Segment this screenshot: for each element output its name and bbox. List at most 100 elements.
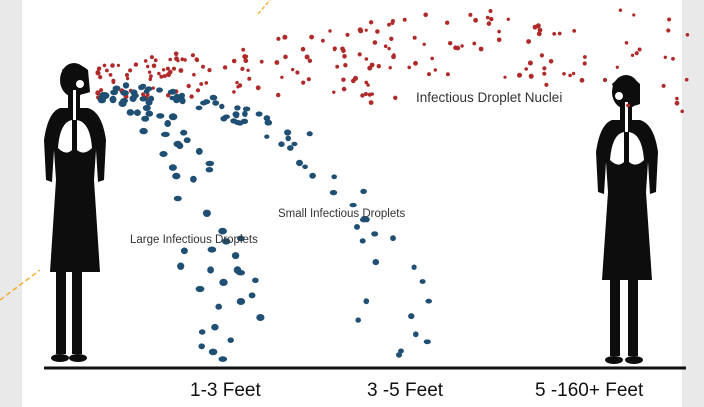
nucleus-particle (524, 67, 528, 71)
small-droplets-stream (122, 82, 433, 358)
large-droplet (159, 151, 168, 157)
small-droplet (167, 89, 174, 95)
nucleus-particle (105, 68, 109, 73)
large-droplet (110, 89, 118, 96)
small-droplet (349, 202, 357, 208)
nucleus-particle (667, 17, 672, 22)
nucleus-particle (388, 66, 392, 70)
nucleus-particle (116, 63, 120, 67)
nucleus-particle (572, 29, 577, 33)
nucleus-particle (102, 63, 107, 68)
nucleus-particle (615, 65, 619, 69)
large-droplet (218, 356, 228, 362)
nucleus-particle (506, 17, 510, 21)
nucleus-particle (375, 29, 380, 34)
nucleus-particle (96, 66, 102, 71)
nucleus-particle (488, 9, 493, 13)
nucleus-particle (527, 60, 533, 66)
nucleus-particle (497, 29, 501, 34)
large-droplet (205, 167, 214, 173)
nucleus-particle (539, 53, 545, 58)
large-droplet (195, 147, 203, 155)
nucleus-particle (98, 75, 103, 80)
nucleus-particle (295, 70, 300, 75)
nucleus-particle (680, 109, 684, 114)
nucleus-particle (393, 95, 398, 101)
small-droplet (396, 352, 402, 358)
small-droplet (122, 82, 130, 89)
small-droplet (232, 111, 240, 118)
small-droplet (200, 100, 208, 106)
large-droplet (177, 262, 185, 270)
nucleus-particle (376, 63, 381, 69)
nucleus-particle (195, 88, 201, 93)
nucleus-particle (407, 65, 412, 70)
droplet-nuclei-cloud (95, 8, 690, 114)
nucleus-particle (562, 72, 566, 76)
small-droplet (306, 131, 313, 137)
small-droplet (195, 105, 203, 111)
large-droplet (252, 277, 259, 283)
nucleus-particle (684, 77, 689, 82)
large-droplet (168, 113, 178, 121)
large-droplet (236, 269, 246, 276)
nucleus-particle (162, 74, 167, 78)
nucleus-particle (360, 93, 365, 98)
nucleus-particle (186, 83, 191, 89)
nucleus-particle (259, 59, 264, 64)
small-droplet (372, 259, 380, 266)
nucleus-particle (276, 92, 281, 98)
small-droplet (329, 189, 338, 196)
nucleus-particle (149, 74, 153, 78)
nucleus-particle (300, 46, 306, 52)
nucleus-particle (148, 77, 153, 81)
small-droplet (309, 172, 316, 179)
small-droplet (354, 224, 360, 230)
large-droplet (142, 104, 151, 112)
nucleus-particle (433, 68, 437, 72)
nucleus-particle (583, 55, 587, 59)
nucleus-particle (171, 66, 177, 71)
nucleus-particle (149, 55, 154, 60)
nucleus-particle (478, 46, 484, 52)
nucleus-particle (489, 16, 494, 22)
small-droplet (360, 188, 367, 195)
small-droplet (363, 298, 370, 305)
nucleus-particle (557, 31, 562, 36)
nucleus-particle (392, 53, 396, 57)
nucleus-particle (389, 36, 394, 41)
nucleus-particle (204, 81, 209, 85)
nucleus-particle (503, 75, 507, 79)
left-person-lungs (58, 80, 92, 153)
large-droplets-stream (97, 85, 265, 362)
nucleus-particle (241, 47, 246, 52)
nucleus-particle (602, 77, 608, 83)
nucleus-particle (402, 17, 407, 22)
nucleus-particle (111, 78, 116, 83)
small-droplet (411, 264, 417, 270)
large-droplet (195, 285, 205, 293)
small-droplet (219, 103, 225, 110)
large-droplet (100, 92, 110, 100)
large-droplet (120, 90, 129, 96)
nucleus-particle (460, 44, 464, 48)
large-droplet (231, 252, 240, 260)
large-droplet (126, 109, 135, 116)
large-droplet (172, 172, 181, 180)
nucleus-particle (626, 103, 630, 108)
large-droplet (256, 314, 265, 321)
small-droplet (234, 119, 241, 125)
nucleus-particle (537, 27, 543, 33)
nucleus-particle (387, 22, 391, 27)
nucleus-particle (194, 57, 199, 62)
small-droplet (302, 164, 308, 170)
small-droplet (143, 88, 150, 94)
large-droplet (202, 209, 211, 217)
nucleus-particle (383, 44, 388, 48)
nucleus-particle (671, 56, 675, 61)
nucleus-particle (496, 37, 502, 43)
large-droplet (141, 115, 150, 122)
nucleus-particle (125, 73, 129, 77)
nucleus-particle (183, 58, 187, 62)
nucleus-particle (199, 82, 204, 86)
